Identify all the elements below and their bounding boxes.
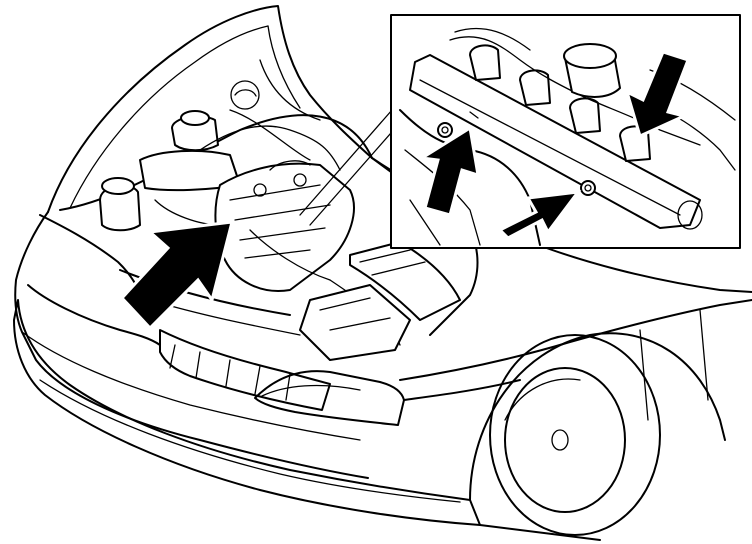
callout-arrow-main [119, 220, 234, 331]
air-filter-box [349, 241, 461, 321]
bolt [437, 122, 453, 138]
brake-fluid-reservoir [171, 115, 219, 152]
left-fender [14, 211, 369, 479]
oil-filler-cap [563, 43, 621, 98]
engine-bay [59, 59, 479, 361]
fuel-rail [409, 54, 701, 229]
engine-block [214, 162, 355, 292]
front-bumper [13, 299, 481, 526]
callout-arrow [417, 125, 480, 217]
bolt [580, 180, 596, 196]
front-wheel [489, 334, 661, 536]
inset-detail [390, 14, 741, 249]
callout-arrow [624, 50, 690, 139]
wheel-arch [469, 332, 726, 501]
front-grille [159, 329, 331, 411]
right-headlight [254, 370, 405, 426]
battery [299, 284, 411, 361]
callout-arrow [497, 190, 582, 240]
inset-leader-line [299, 109, 393, 216]
injectors [469, 44, 651, 162]
open-hood [47, 5, 373, 213]
